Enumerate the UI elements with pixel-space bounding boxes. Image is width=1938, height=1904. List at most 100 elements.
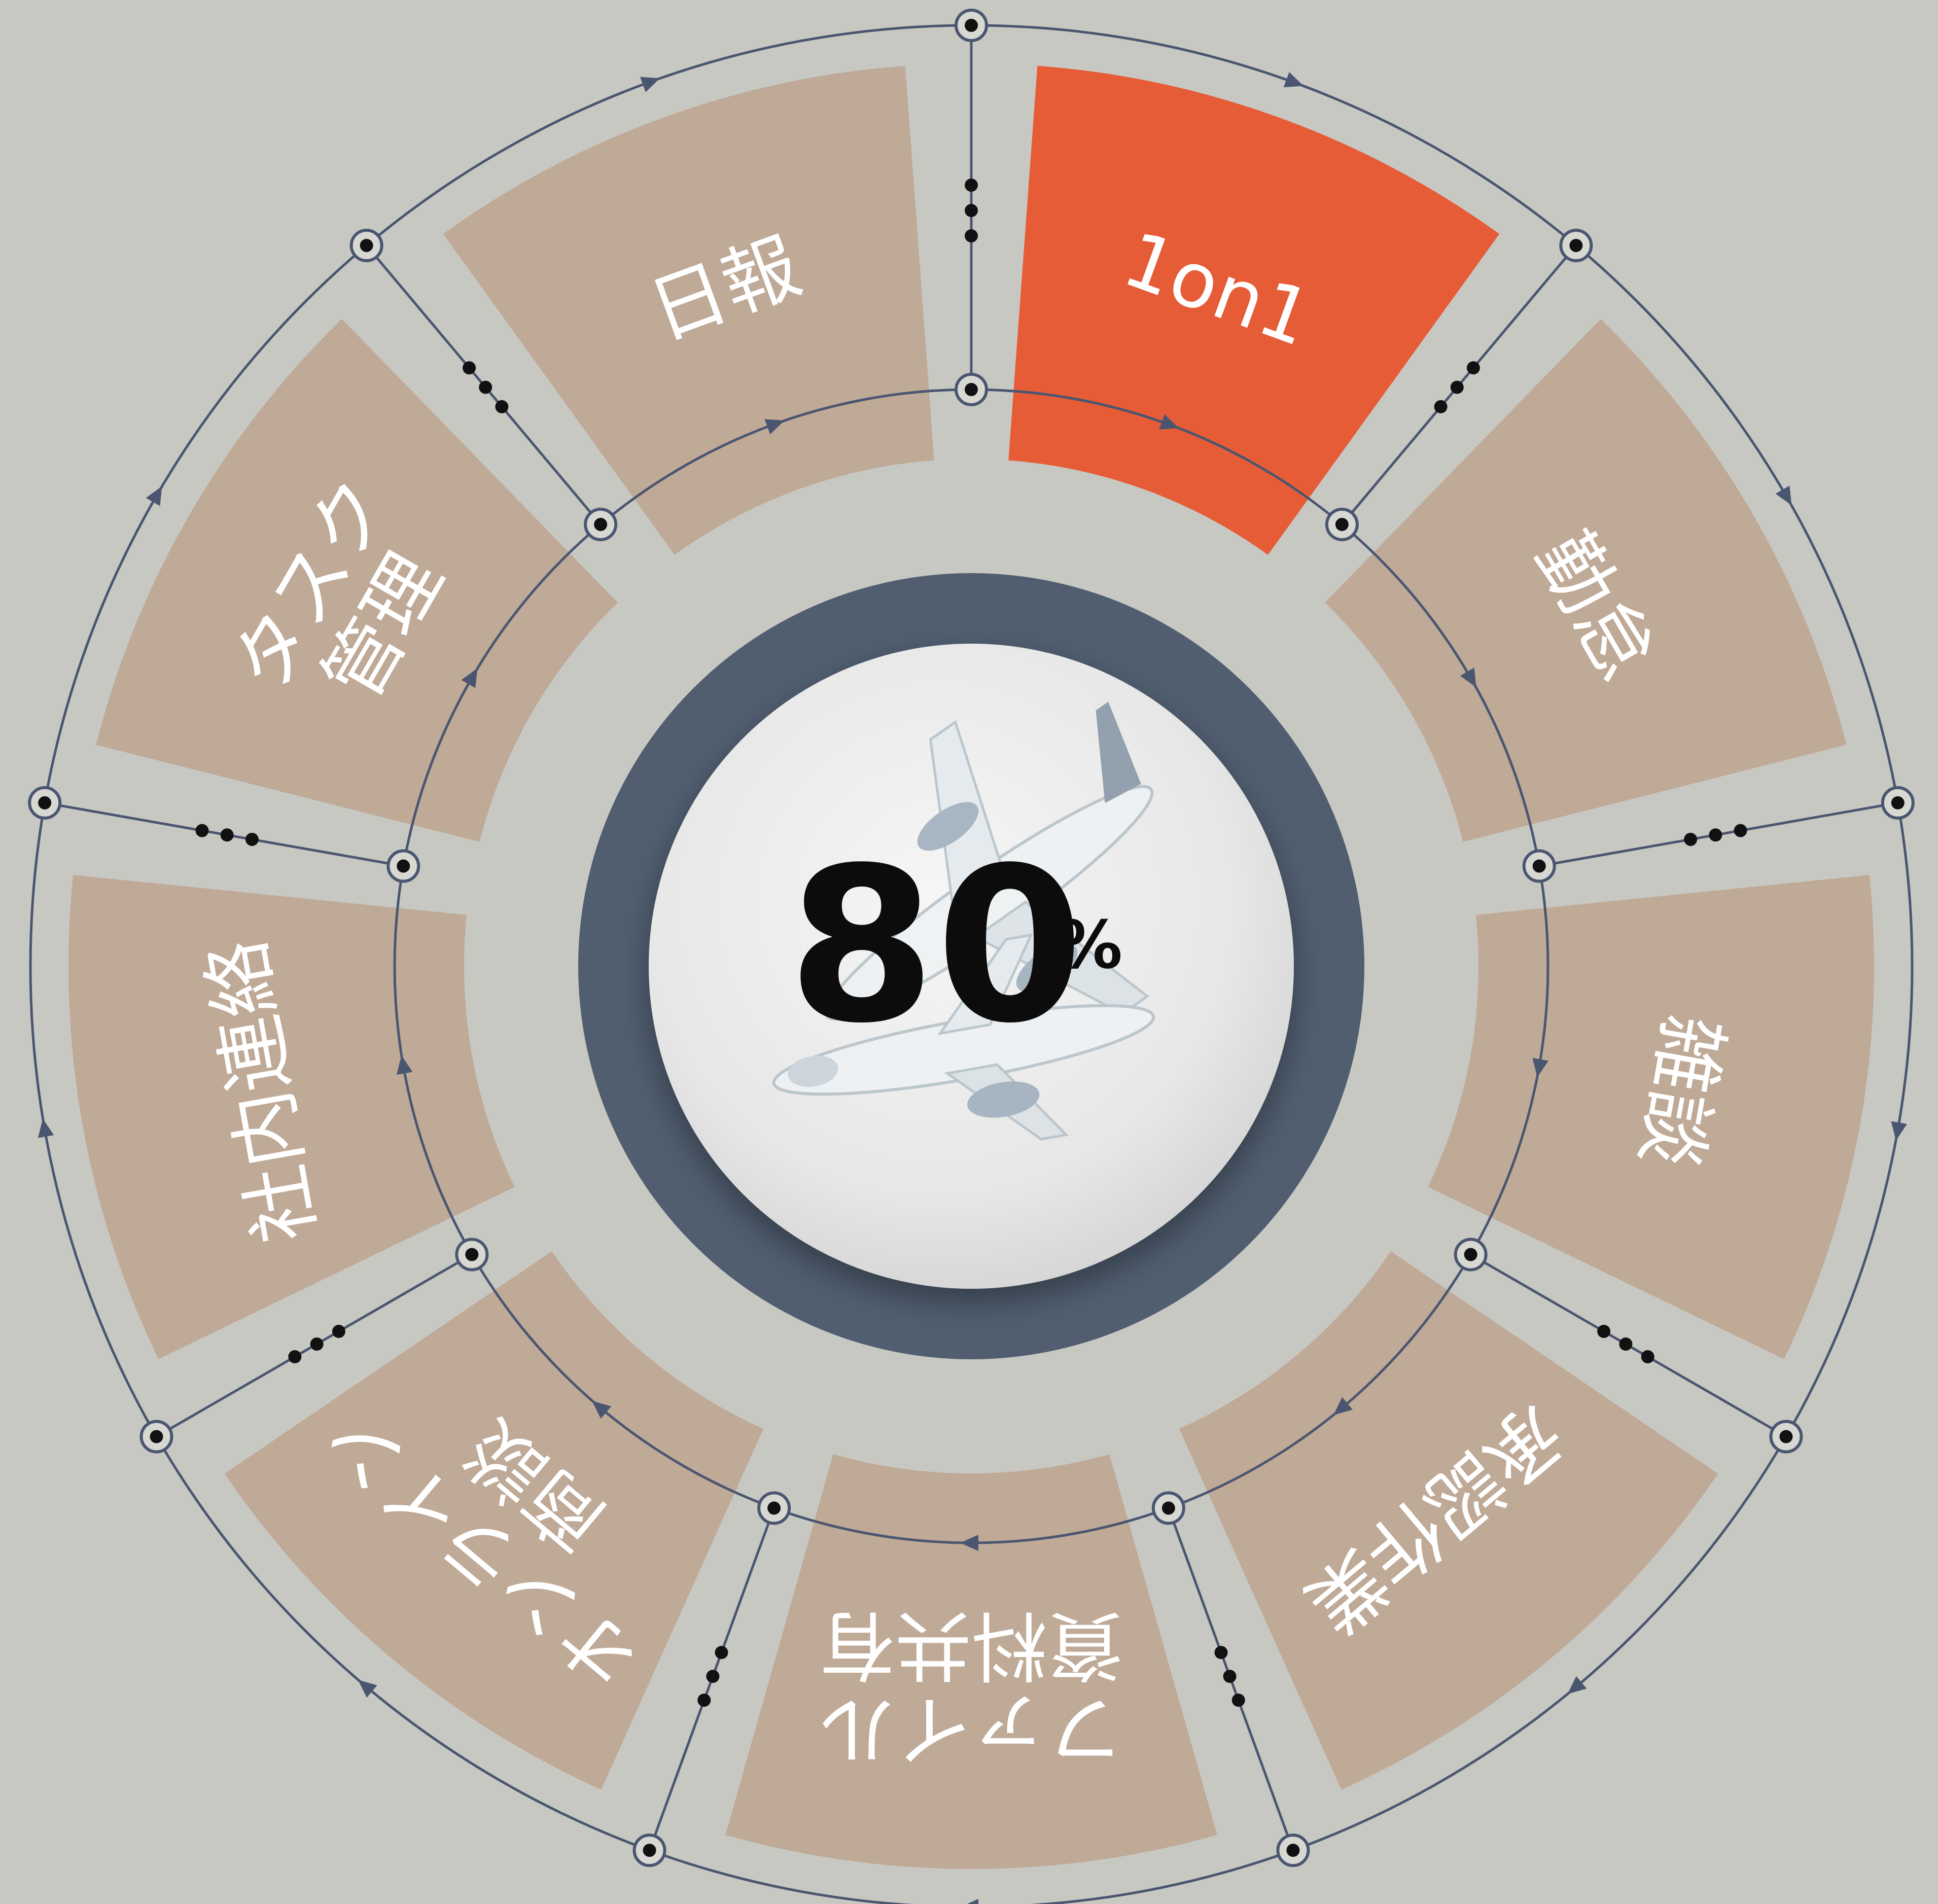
node-center [965,19,978,32]
segment-6 [68,875,515,1359]
divider-dot [245,832,259,846]
divider-dot [1597,1325,1611,1338]
divider-dot [1709,828,1722,842]
node-center [1532,859,1546,873]
inner-direction-arrow [1460,667,1476,688]
node-center [767,1501,781,1515]
divider-dot [1466,361,1480,375]
connector-lines [28,9,1915,1904]
outer-direction-arrow [358,1679,377,1698]
node-center [643,1844,656,1857]
arrow-head [358,1679,377,1698]
outer-direction-arrow [1775,485,1792,506]
segment-2 [1428,875,1874,1359]
inner-direction-arrow [396,1055,413,1075]
inner-direction-arrow [960,1535,978,1551]
outer-direction-arrow [38,1118,54,1138]
node-center [38,796,52,809]
divider-dot [1641,1350,1654,1363]
node-center [965,383,978,396]
center-hub: 80 % [578,573,1364,1359]
outer-direction-arrow [146,486,162,506]
inner-direction-arrow [592,1400,612,1419]
outer-direction-arrow [640,77,660,92]
arrow-head [1159,414,1179,430]
node-center [1779,1430,1793,1443]
node-center [1569,238,1583,252]
arrow-head [1333,1397,1353,1416]
divider-dot [715,1646,728,1660]
arrow-head [1891,1121,1908,1141]
inner-direction-arrow [1159,414,1179,430]
outer-direction-arrow [1891,1121,1908,1141]
divider-dot [1231,1694,1245,1707]
divider-dot [1619,1337,1633,1351]
arrow-head [764,419,785,435]
arrow-head [146,486,162,506]
node-center [1161,1501,1175,1515]
divider-dot [965,179,978,192]
arrow-head [1775,485,1792,506]
divider-dot [332,1325,345,1338]
divider-dot [965,229,978,242]
segment-3 [1179,1251,1718,1790]
outer-direction-arrow [967,1899,978,1904]
node-center [1891,796,1905,809]
divider-dot [1434,400,1448,413]
airplane-icon [772,701,1155,1141]
outer-direction-arrow [1283,72,1304,88]
divider-dot [697,1694,711,1707]
divider-dot [220,828,234,842]
divider-dot [1684,832,1698,846]
divider-dot [706,1670,720,1683]
node-center [465,1248,479,1261]
node-center [360,238,373,252]
arrow-head [1460,667,1476,688]
inner-direction-arrow [764,419,785,435]
divider-dot [1450,380,1464,394]
inner-direction-arrow [1333,1397,1353,1416]
segment-label-text: 資料共有 [819,1601,1123,1689]
arrow-head [461,668,478,688]
center-percentage-value: 80 [788,822,1084,1070]
segment-8 [443,65,934,555]
segment-5 [224,1251,764,1790]
divider-dot [1214,1646,1228,1660]
inner-direction-arrow [1532,1057,1548,1078]
arrow-head [592,1400,612,1419]
arrow-head [967,1899,978,1904]
segment-1 [1325,319,1847,842]
center-percentage-unit: % [1056,906,1122,983]
node-center [1464,1248,1477,1261]
divider-dot [495,400,509,413]
divider-dot [479,380,492,394]
segment-4 [725,1454,1217,1869]
arrow-head [1532,1057,1548,1078]
node-center [594,518,608,532]
divider-dot [288,1350,302,1363]
segment-7 [96,319,618,842]
segment-0 [1008,65,1500,555]
arrow-head [38,1118,54,1138]
arrow-head [1567,1676,1587,1695]
arrow-head [640,77,660,92]
arrow-head [396,1055,413,1075]
divider-dot [463,361,476,375]
divider-dot [195,824,209,837]
divider-dot [1223,1670,1237,1683]
arrow-head [960,1535,978,1551]
outer-direction-arrow [1567,1676,1587,1695]
divider-dot [1734,824,1747,837]
node-center [150,1430,163,1443]
node-center [1286,1844,1300,1857]
arrow-head [1283,72,1304,88]
node-center [1335,518,1349,532]
segment-label-text: ファイル [819,1684,1123,1773]
divider-dot [965,204,978,217]
inner-direction-arrow [461,668,478,688]
node-center [397,859,410,873]
divider-dot [310,1337,324,1351]
